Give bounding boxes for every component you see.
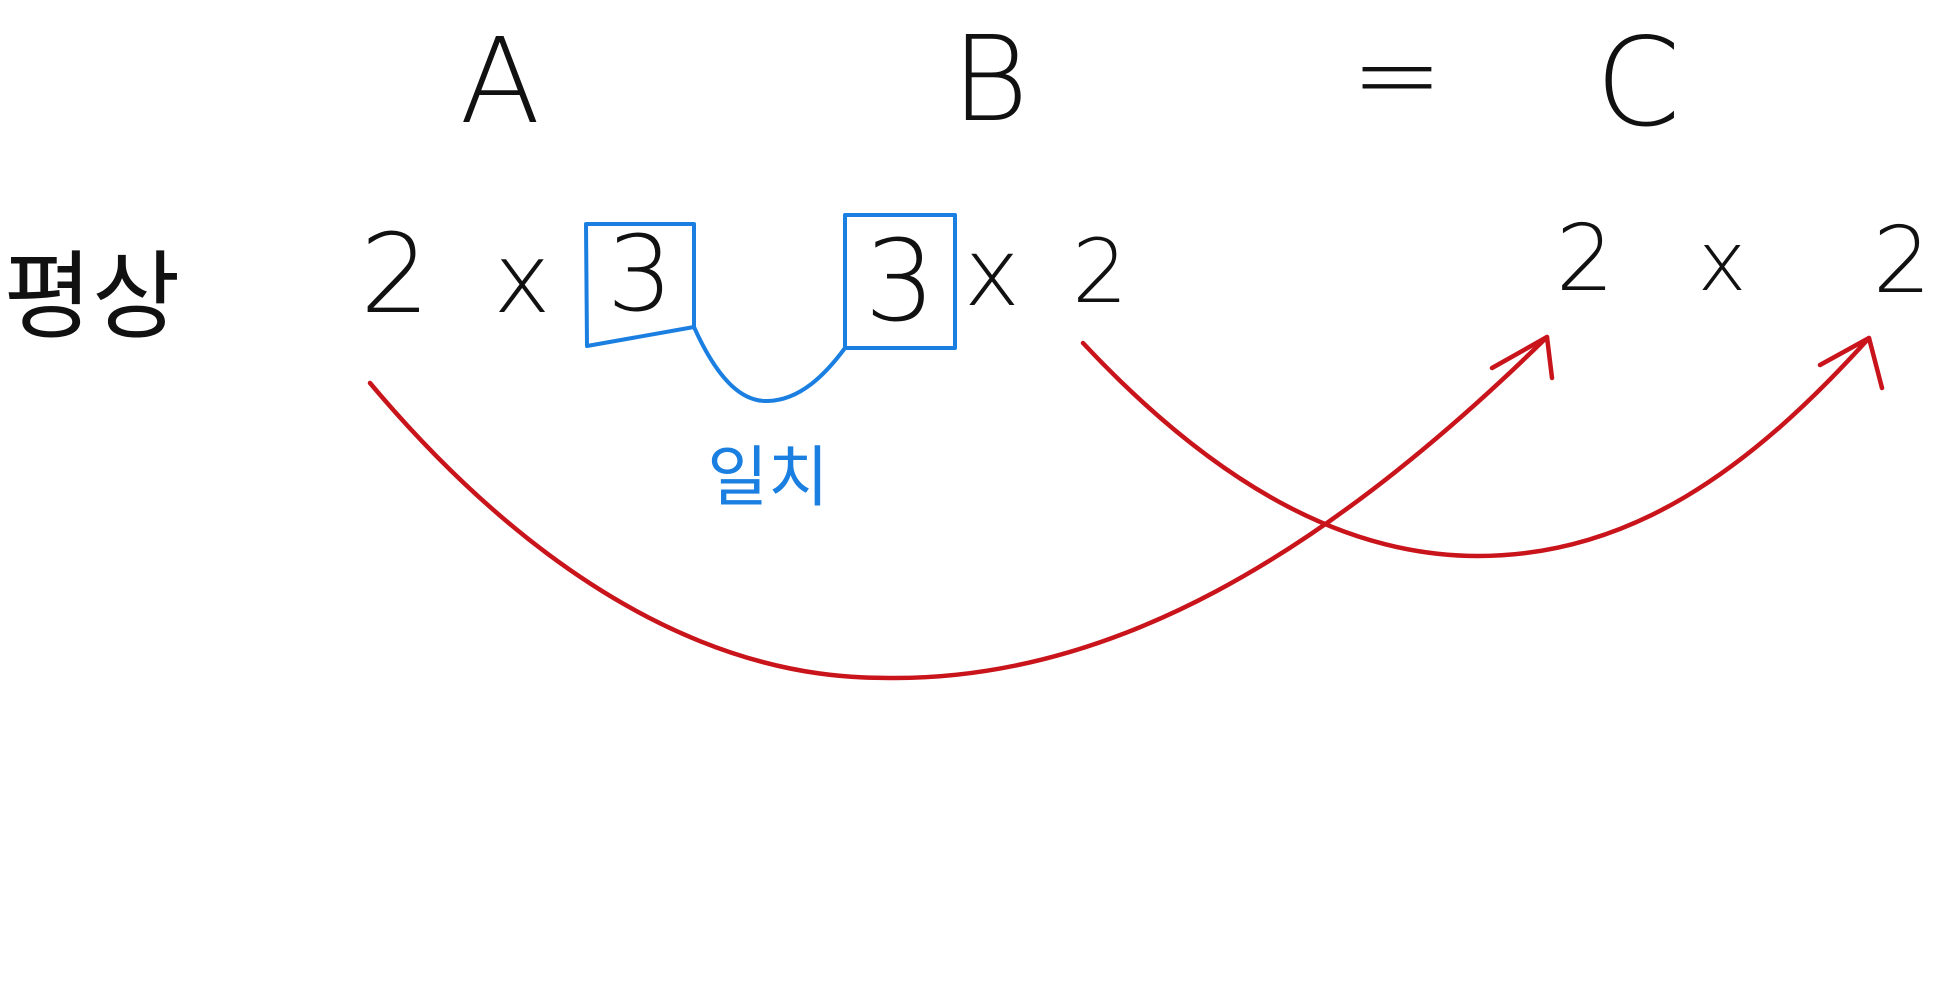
match-connector: [692, 325, 847, 404]
b-left-number: 3: [864, 217, 935, 347]
match-label: 일치: [707, 439, 828, 516]
c-left-number: 2: [1556, 205, 1615, 312]
a-times-sign: x: [494, 223, 551, 335]
arrow-b-to-c-right-head: [1817, 335, 1885, 391]
c-times-sign: x: [1698, 215, 1747, 310]
arrow-a-to-c-left: [367, 334, 1550, 681]
header-equals: =: [1351, 10, 1443, 138]
arrow-a-to-c-left-head: [1489, 334, 1555, 381]
b-match-box: [843, 213, 957, 350]
header-c: C: [1595, 12, 1680, 154]
c-right-number: 2: [1873, 207, 1932, 314]
b-right-number: 2: [1072, 220, 1128, 323]
row-label: 평상: [4, 241, 181, 353]
b-times-sign: x: [964, 219, 1020, 328]
a-left-number: 2: [360, 210, 430, 338]
arrow-b-to-c-right: [1080, 335, 1872, 559]
a-right-number: 3: [607, 213, 673, 335]
header-b: B: [951, 10, 1028, 148]
header-a: A: [460, 12, 541, 150]
